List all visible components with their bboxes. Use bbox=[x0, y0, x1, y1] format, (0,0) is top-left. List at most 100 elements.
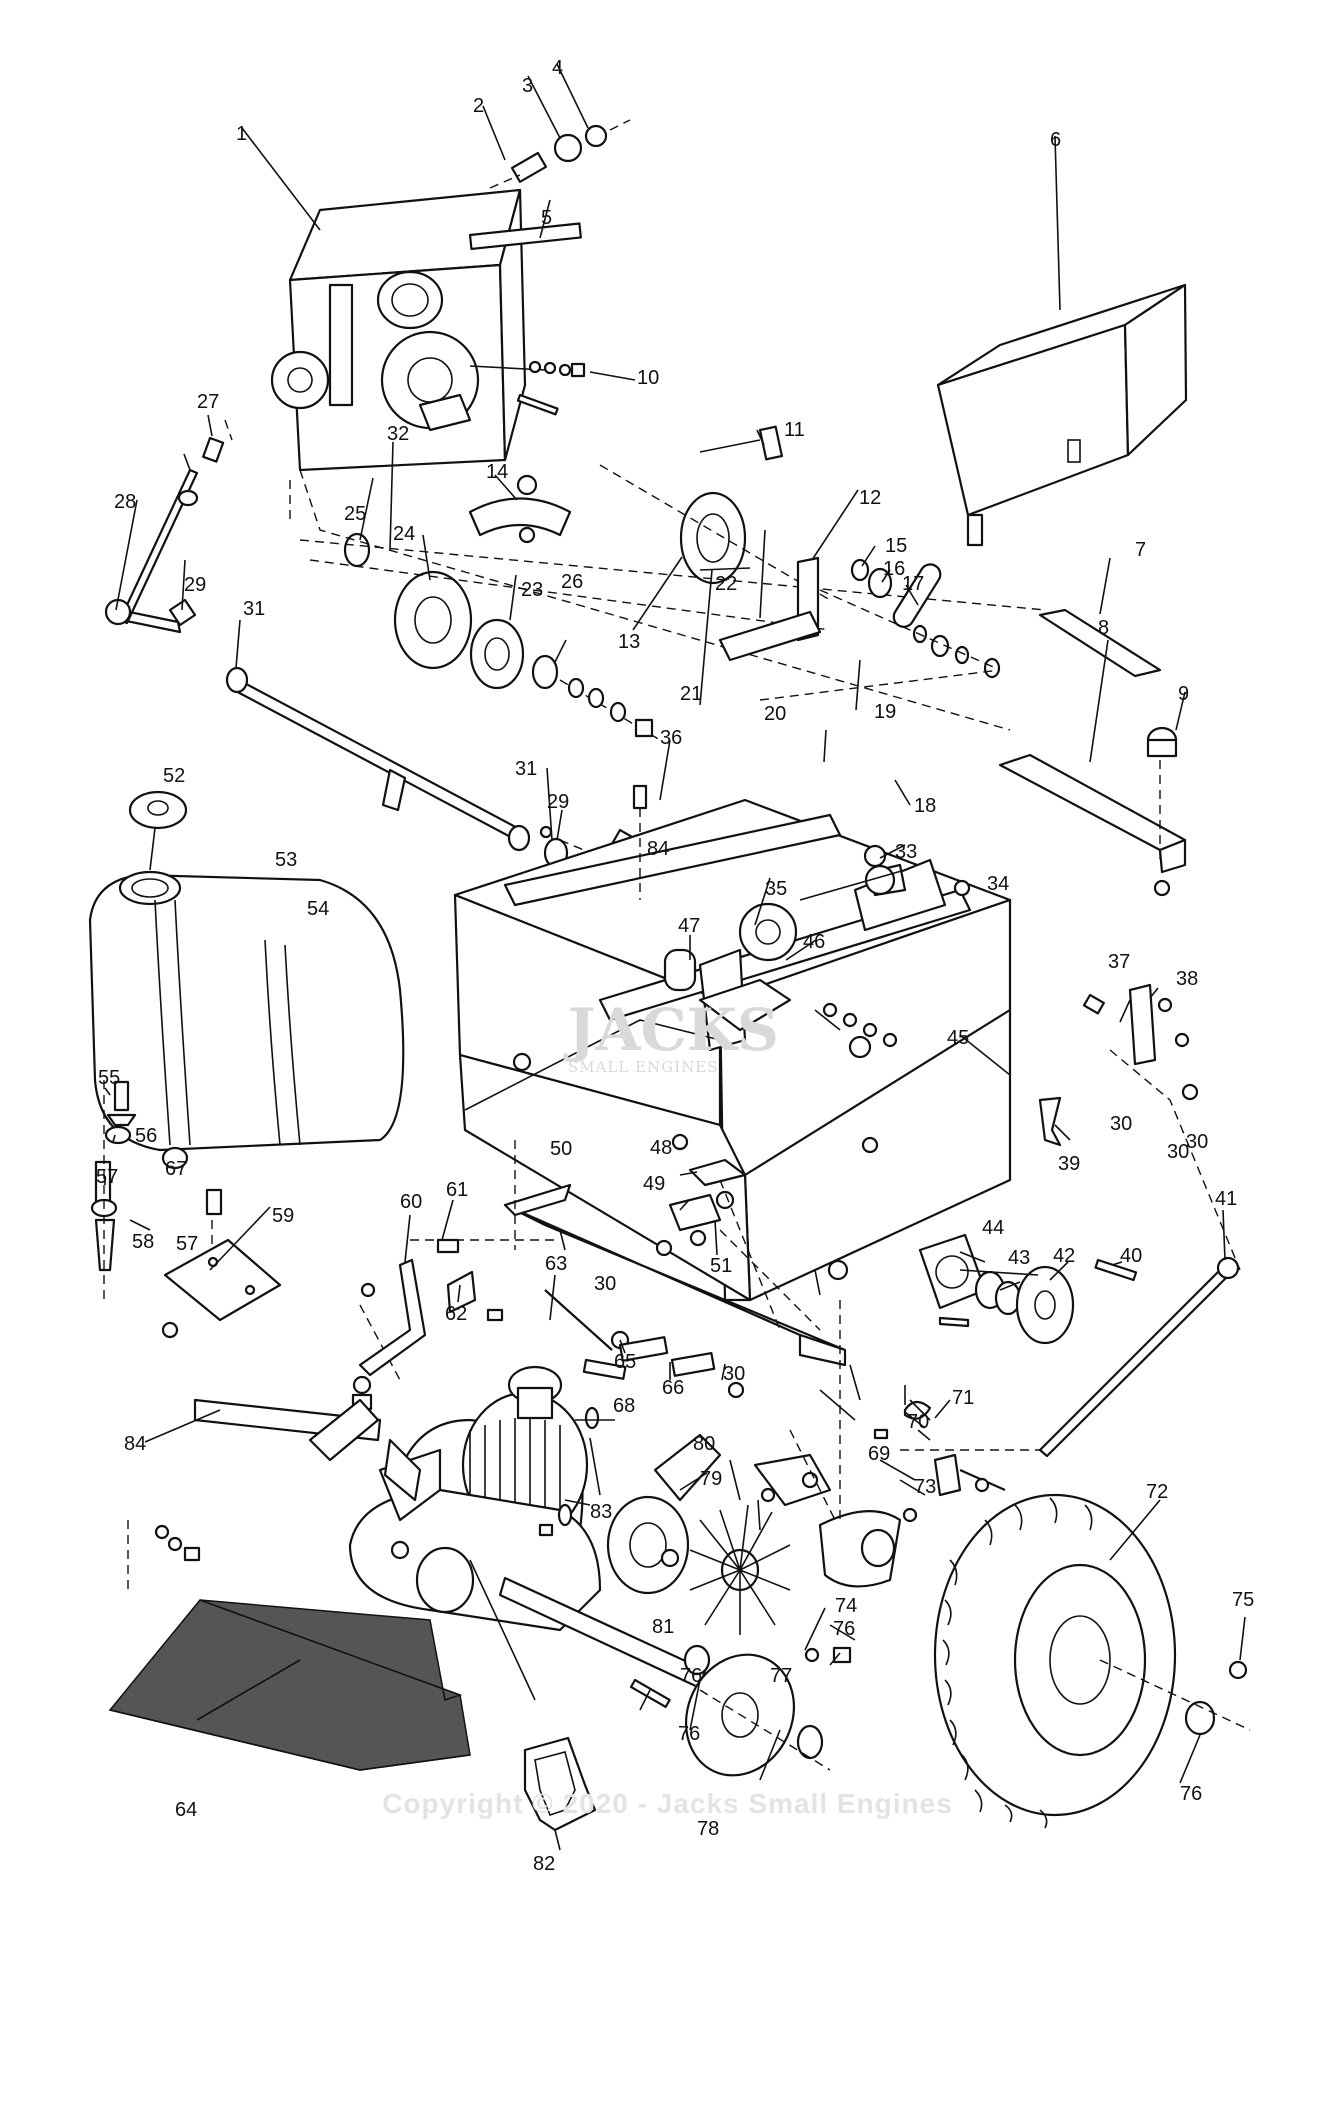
part-label: 47 bbox=[678, 915, 700, 937]
part-label: 81 bbox=[652, 1616, 674, 1638]
part-number-labels: 1 2 3 4 5 6 7 8 9 10 11 12 13 14 15 16 1… bbox=[96, 57, 1254, 1875]
part-label: 30 bbox=[594, 1273, 616, 1295]
part-label: 9 bbox=[1178, 683, 1189, 705]
mount-plates bbox=[998, 608, 1187, 897]
part-label: 18 bbox=[914, 795, 936, 817]
part-label: 56 bbox=[135, 1125, 157, 1147]
part-label: 3 bbox=[522, 75, 533, 97]
part-label: 14 bbox=[486, 461, 508, 483]
part-label: 4 bbox=[552, 57, 563, 79]
part-label: 12 bbox=[859, 487, 881, 509]
part-label: 83 bbox=[590, 1501, 612, 1523]
part-label: 60 bbox=[400, 1191, 422, 1213]
part-label: 19 bbox=[874, 701, 896, 723]
copyright-notice: Copyright © 2020 - Jacks Small Engines bbox=[382, 1788, 953, 1819]
part-label: 70 bbox=[907, 1411, 929, 1433]
part-label: 76 bbox=[1180, 1783, 1202, 1805]
part-label: 75 bbox=[1232, 1589, 1254, 1611]
part-label: 1 bbox=[236, 123, 247, 145]
part-label: 76 bbox=[678, 1723, 700, 1745]
part-label: 73 bbox=[914, 1476, 936, 1498]
part-label: 63 bbox=[545, 1253, 567, 1275]
part-label: 57 bbox=[96, 1166, 118, 1188]
part-label: 42 bbox=[1053, 1245, 1075, 1267]
part-label: 59 bbox=[272, 1205, 294, 1227]
battery-box bbox=[936, 283, 1188, 547]
part-label: 13 bbox=[618, 631, 640, 653]
fittings bbox=[489, 119, 631, 189]
part-label: 33 bbox=[895, 841, 917, 863]
gasket bbox=[523, 1736, 597, 1832]
transmission bbox=[193, 1289, 745, 1690]
part-label: 30 bbox=[723, 1363, 745, 1385]
part-label: 34 bbox=[987, 873, 1009, 895]
part-label: 48 bbox=[650, 1137, 672, 1159]
part-label: 32 bbox=[387, 423, 409, 445]
part-label: 50 bbox=[550, 1138, 572, 1160]
part-label: 51 bbox=[710, 1255, 732, 1277]
drive-parts bbox=[606, 1433, 831, 1777]
part-label: 37 bbox=[1108, 951, 1130, 973]
linkage bbox=[104, 419, 656, 882]
part-label: 62 bbox=[445, 1303, 467, 1325]
part-label: 72 bbox=[1146, 1481, 1168, 1503]
part-label: 30 bbox=[1167, 1141, 1189, 1163]
part-label: 79 bbox=[700, 1468, 722, 1490]
part-label: 16 bbox=[883, 558, 905, 580]
part-label: 84 bbox=[647, 838, 669, 860]
part-label: 54 bbox=[307, 898, 329, 920]
watermark-subtitle: SMALL ENGINES bbox=[568, 1058, 719, 1076]
part-label: 43 bbox=[1008, 1247, 1030, 1269]
part-label: 11 bbox=[784, 419, 805, 441]
part-label: 64 bbox=[175, 1799, 197, 1821]
part-label: 20 bbox=[764, 703, 786, 725]
part-label: 82 bbox=[533, 1853, 555, 1875]
part-label: 5 bbox=[541, 207, 552, 229]
part-label: 31 bbox=[243, 598, 265, 620]
watermark-name: JACKS bbox=[568, 996, 779, 1064]
part-label: 17 bbox=[902, 573, 924, 595]
wheel bbox=[933, 1493, 1251, 1829]
part-label: 68 bbox=[613, 1395, 635, 1417]
part-label: 6 bbox=[1050, 129, 1061, 151]
part-label: 2 bbox=[473, 95, 484, 117]
part-label: 76 bbox=[680, 1665, 702, 1687]
part-label: 22 bbox=[715, 573, 737, 595]
right-bracket bbox=[1082, 983, 1241, 1271]
part-label: 53 bbox=[275, 849, 297, 871]
part-label: 26 bbox=[561, 571, 583, 593]
engine bbox=[270, 188, 582, 472]
part-label: 52 bbox=[163, 765, 185, 787]
watermark-logo: JACKS SMALL ENGINES bbox=[568, 996, 779, 1076]
part-label: 25 bbox=[344, 503, 366, 525]
part-label: 46 bbox=[803, 931, 825, 953]
part-label: 69 bbox=[868, 1443, 890, 1465]
part-label: 38 bbox=[1176, 968, 1198, 990]
part-label: 30 bbox=[1110, 1113, 1132, 1135]
part-label: 61 bbox=[446, 1179, 468, 1201]
part-label: 15 bbox=[885, 535, 907, 557]
leader-lines bbox=[104, 63, 1246, 1851]
part-label: 29 bbox=[184, 574, 206, 596]
part-label: 49 bbox=[643, 1173, 665, 1195]
part-label: 40 bbox=[1120, 1245, 1142, 1267]
part-label: 71 bbox=[952, 1387, 974, 1409]
part-label: 39 bbox=[1058, 1153, 1080, 1175]
part-label: 27 bbox=[197, 391, 219, 413]
part-label: 65 bbox=[614, 1351, 636, 1373]
part-label: 77 bbox=[770, 1665, 792, 1687]
part-label: 66 bbox=[662, 1377, 684, 1399]
fan-blades bbox=[689, 1504, 791, 1635]
part-label: 76 bbox=[833, 1618, 855, 1640]
part-label: 55 bbox=[98, 1067, 120, 1089]
part-label: 31 bbox=[515, 758, 537, 780]
part-label: 44 bbox=[982, 1217, 1004, 1239]
part-label: 80 bbox=[693, 1433, 715, 1455]
engine-mount bbox=[289, 464, 1046, 731]
lower-frame bbox=[503, 1133, 847, 1367]
part-label: 67 bbox=[165, 1158, 187, 1180]
part-label: 35 bbox=[765, 878, 787, 900]
part-label: 57 bbox=[176, 1233, 198, 1255]
frame bbox=[453, 784, 1062, 1302]
